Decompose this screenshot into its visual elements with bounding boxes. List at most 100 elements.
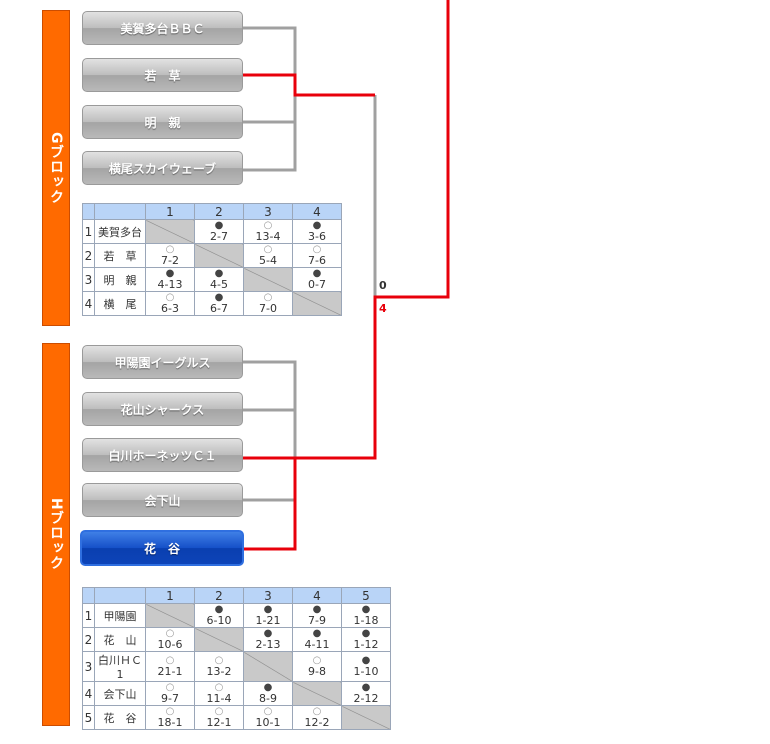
g-col-header: 1 <box>145 203 195 220</box>
score-text: 12-2 <box>304 716 330 729</box>
result-cell: ○21-1 <box>145 651 195 682</box>
score-text: 8-9 <box>259 692 277 705</box>
score-text: 2-7 <box>210 230 228 243</box>
self-match-cell <box>194 627 244 652</box>
filled-circle-icon: ● <box>312 604 322 615</box>
self-match-cell <box>341 705 391 730</box>
g-col-header: 2 <box>194 203 244 220</box>
open-circle-icon: ○ <box>312 706 322 717</box>
score-text: 4-13 <box>157 278 183 291</box>
result-cell: ●3-6 <box>292 219 342 244</box>
score-text: 2-12 <box>353 692 379 705</box>
result-cell: ○11-4 <box>194 681 244 706</box>
score-text: 5-4 <box>259 254 277 267</box>
g-team-1[interactable]: 美賀多台ＢＢＣ <box>82 11 243 45</box>
self-match-cell <box>145 219 195 244</box>
result-cell: ●4-13 <box>145 267 195 292</box>
row-team-name: 若 草 <box>94 243 146 268</box>
score-text: 12-1 <box>206 716 232 729</box>
filled-circle-icon: ● <box>263 604 273 615</box>
filled-circle-icon: ● <box>361 604 371 615</box>
row-number: 5 <box>82 705 95 730</box>
g-team-2[interactable]: 若 草 <box>82 58 243 92</box>
h-team-2[interactable]: 花山シャークス <box>82 392 243 426</box>
score-text: 4-5 <box>210 278 228 291</box>
row-number: 2 <box>82 243 95 268</box>
h-col-header: 1 <box>145 587 195 604</box>
score-text: 13-4 <box>255 230 281 243</box>
row-number: 2 <box>82 627 95 652</box>
row-team-name: 白川ＨＣ1 <box>94 651 146 682</box>
self-match-cell <box>194 243 244 268</box>
score-text: 7-0 <box>259 302 277 315</box>
h-team-4[interactable]: 会下山 <box>82 483 243 517</box>
g-col-header: 3 <box>243 203 293 220</box>
score-text: 18-1 <box>157 716 183 729</box>
open-circle-icon: ○ <box>165 244 175 255</box>
open-circle-icon: ○ <box>312 655 322 666</box>
score-text: 7-6 <box>308 254 326 267</box>
result-cell: ●1-12 <box>341 627 391 652</box>
filled-circle-icon: ● <box>361 655 371 666</box>
score-text: 6-10 <box>206 614 232 627</box>
score-text: 13-2 <box>206 665 232 678</box>
filled-circle-icon: ● <box>312 628 322 639</box>
filled-circle-icon: ● <box>165 268 175 279</box>
score-text: 11-4 <box>206 692 232 705</box>
open-circle-icon: ○ <box>263 244 273 255</box>
h-col-header: 3 <box>243 587 293 604</box>
row-number: 4 <box>82 291 95 316</box>
result-cell: ●2-12 <box>341 681 391 706</box>
h-team-5[interactable]: 花 谷 <box>80 530 244 566</box>
score-text: 9-7 <box>161 692 179 705</box>
score-text: 10-1 <box>255 716 281 729</box>
result-cell: ●1-21 <box>243 603 293 628</box>
row-number: 3 <box>82 267 95 292</box>
open-circle-icon: ○ <box>263 220 273 231</box>
h-header-name <box>94 587 146 604</box>
open-circle-icon: ○ <box>165 628 175 639</box>
result-cell: ○7-6 <box>292 243 342 268</box>
score-text: 4-11 <box>304 638 330 651</box>
result-cell: ○5-4 <box>243 243 293 268</box>
self-match-cell <box>145 603 195 628</box>
result-cell: ○12-2 <box>292 705 342 730</box>
h-team-1[interactable]: 甲陽園イーグルス <box>82 345 243 379</box>
result-cell: ●4-11 <box>292 627 342 652</box>
open-circle-icon: ○ <box>214 682 224 693</box>
result-cell: ○10-6 <box>145 627 195 652</box>
filled-circle-icon: ● <box>263 628 273 639</box>
score-text: 6-3 <box>161 302 179 315</box>
row-team-name: 明 親 <box>94 267 146 292</box>
open-circle-icon: ○ <box>165 682 175 693</box>
g-team-4[interactable]: 横尾スカイウェーブ <box>82 151 243 185</box>
filled-circle-icon: ● <box>263 682 273 693</box>
result-cell: ●0-7 <box>292 267 342 292</box>
result-cell: ○7-2 <box>145 243 195 268</box>
filled-circle-icon: ● <box>312 268 322 279</box>
g-team-3[interactable]: 明 親 <box>82 105 243 139</box>
self-match-cell <box>292 291 342 316</box>
score-text: 10-6 <box>157 638 183 651</box>
open-circle-icon: ○ <box>312 244 322 255</box>
row-team-name: 花 山 <box>94 627 146 652</box>
result-cell: ●7-9 <box>292 603 342 628</box>
open-circle-icon: ○ <box>165 655 175 666</box>
g-block-label: Gブロック <box>42 10 70 326</box>
self-match-cell <box>292 681 342 706</box>
result-cell: ●4-5 <box>194 267 244 292</box>
row-team-name: 甲陽園 <box>94 603 146 628</box>
result-cell: ○9-8 <box>292 651 342 682</box>
score-text: 1-12 <box>353 638 379 651</box>
score-text: 3-6 <box>308 230 326 243</box>
score-text: 6-7 <box>210 302 228 315</box>
h-team-3[interactable]: 白川ホーネッツＣ１ <box>82 438 243 472</box>
row-team-name: 美賀多台 <box>94 219 146 244</box>
g-header-name <box>94 203 146 220</box>
result-cell: ●2-13 <box>243 627 293 652</box>
